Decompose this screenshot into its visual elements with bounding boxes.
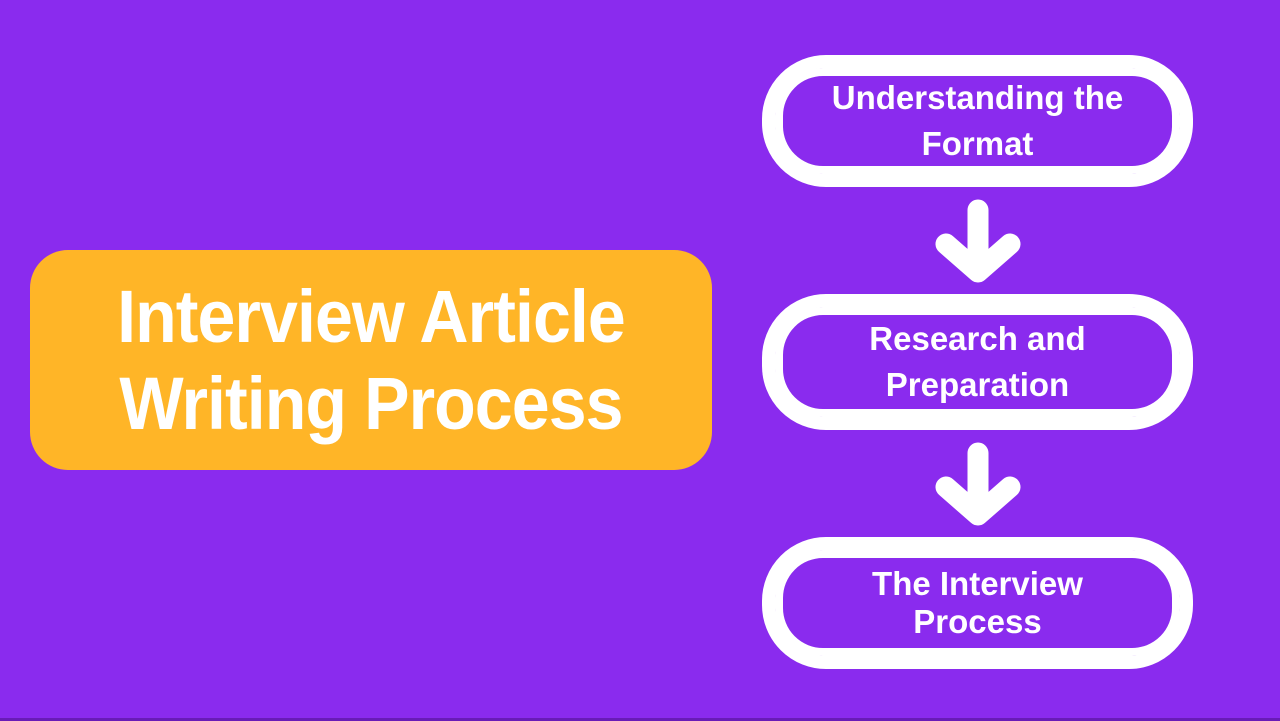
page-title-line-1: Interview Article — [117, 274, 626, 358]
flow-step-label: Understanding the Format — [832, 75, 1124, 166]
step-inner-outline: Research and Preparation — [775, 307, 1180, 417]
flow-step-understanding-format: Understanding the Format — [762, 55, 1193, 187]
step-label-line-1: Understanding the — [831, 79, 1124, 117]
step-label-line-2: Preparation — [885, 366, 1070, 403]
step-label-line-2: Process — [913, 603, 1042, 640]
arrow-down-icon — [935, 430, 1021, 537]
flow-step-label: Research and Preparation — [869, 316, 1085, 407]
step-label-line-1: Research and — [869, 320, 1086, 358]
process-flow: Understanding the Format Research and Pr… — [762, 55, 1193, 669]
flow-step-interview-process: The Interview Process — [762, 537, 1193, 669]
flow-step-research-preparation: Research and Preparation — [762, 294, 1193, 430]
step-inner-outline: The Interview Process — [775, 550, 1180, 656]
step-label-line-2: Format — [921, 125, 1034, 162]
bottom-edge-shadow — [0, 718, 1280, 721]
page-title-line-2: Writing Process — [119, 362, 623, 445]
step-inner-outline: Understanding the Format — [775, 68, 1180, 174]
arrow-down-icon — [935, 187, 1021, 294]
flow-step-label: The Interview Process — [872, 565, 1083, 640]
title-card: Interview Article Writing Process — [30, 250, 712, 470]
page-title: Interview Article Writing Process — [117, 273, 626, 448]
step-label-line-1: The Interview — [872, 565, 1083, 603]
